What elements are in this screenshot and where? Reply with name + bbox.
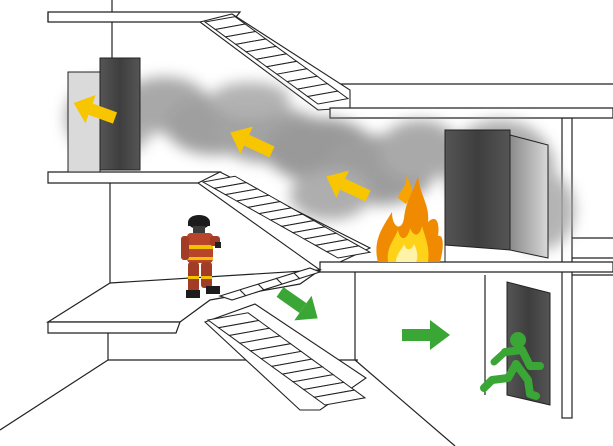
fire-room-door	[445, 130, 548, 262]
lower-stair-flight	[205, 304, 366, 410]
floor-perspective-right	[355, 360, 455, 446]
fire-floor-slab	[320, 262, 613, 272]
floor-perspective-left	[0, 360, 108, 430]
escape-arrow-exit	[402, 320, 450, 350]
